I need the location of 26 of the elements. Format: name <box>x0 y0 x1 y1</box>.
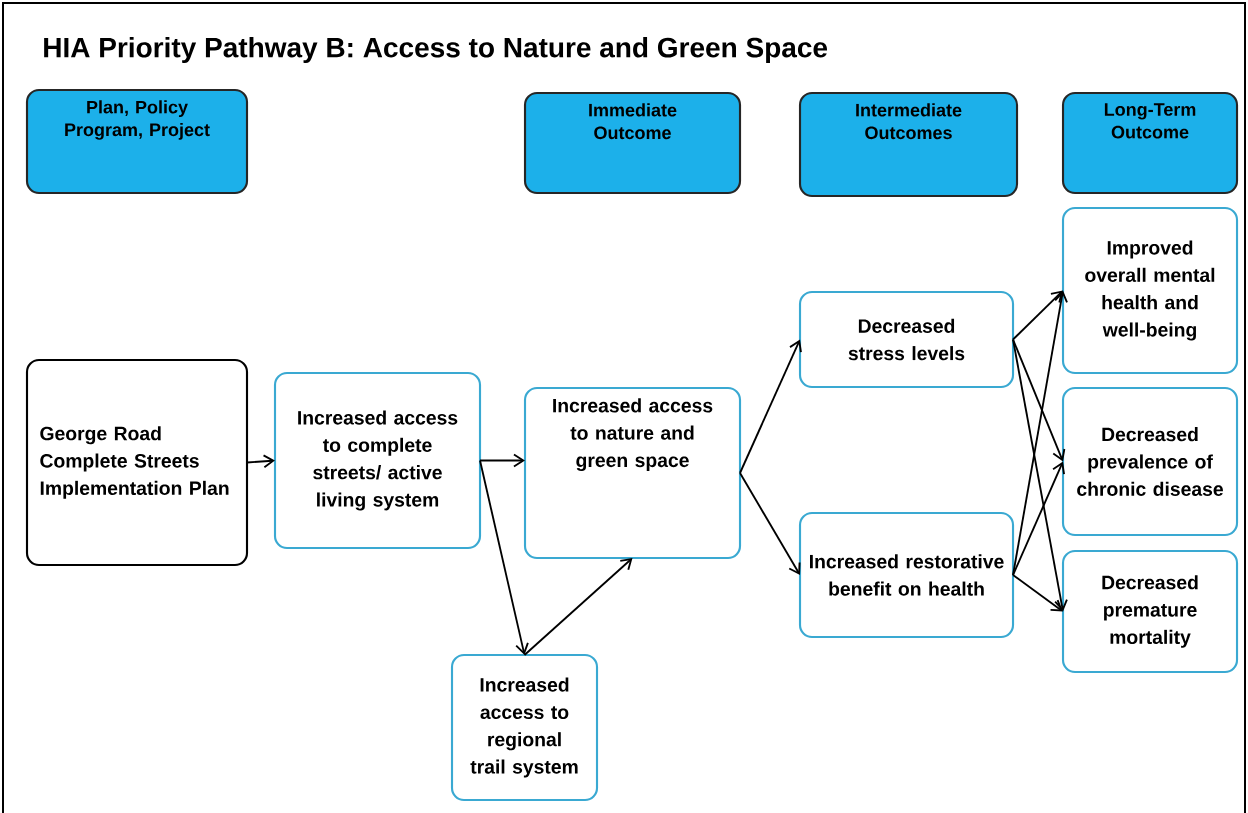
arrow <box>1012 338 1068 612</box>
plan-box: George Road Complete Streets Implementation Plan <box>25 358 249 567</box>
outcome-box: Decreased stress levels <box>798 290 1015 389</box>
arrow <box>1012 461 1065 576</box>
arrow <box>479 459 529 655</box>
header-box: Immediate Outcome <box>523 91 742 195</box>
arrow <box>1012 290 1068 576</box>
outcome-box: Increased access to complete streets/ active living system <box>273 371 482 550</box>
arrow <box>739 472 801 575</box>
outcome-box: Increased access to nature and green space <box>523 386 742 560</box>
outcome-box: Increased access to regional trail system <box>450 653 599 802</box>
arrow <box>246 454 275 469</box>
outcome-box: Decreased prevalence of chronic disease <box>1061 386 1239 537</box>
outcome-box: Decreased premature mortality <box>1061 549 1239 674</box>
title: HIA Priority Pathway B: Access to Nature and Green Space <box>44 36 828 64</box>
arrow <box>1012 338 1066 462</box>
arrow <box>739 339 802 474</box>
arrow <box>523 558 633 656</box>
arrow <box>1012 574 1063 612</box>
header-box: Intermediate Outcomes <box>798 91 1019 198</box>
header-box: Long-Term Outcome <box>1061 91 1239 195</box>
outcome-box: Increased restorative benefit on health <box>798 511 1015 639</box>
outcome-box: Improved overall mental health and well-being <box>1061 206 1239 375</box>
header-box: Plan, Policy Program, Project <box>25 88 249 195</box>
arrow <box>1012 290 1063 341</box>
arrow <box>479 453 525 468</box>
